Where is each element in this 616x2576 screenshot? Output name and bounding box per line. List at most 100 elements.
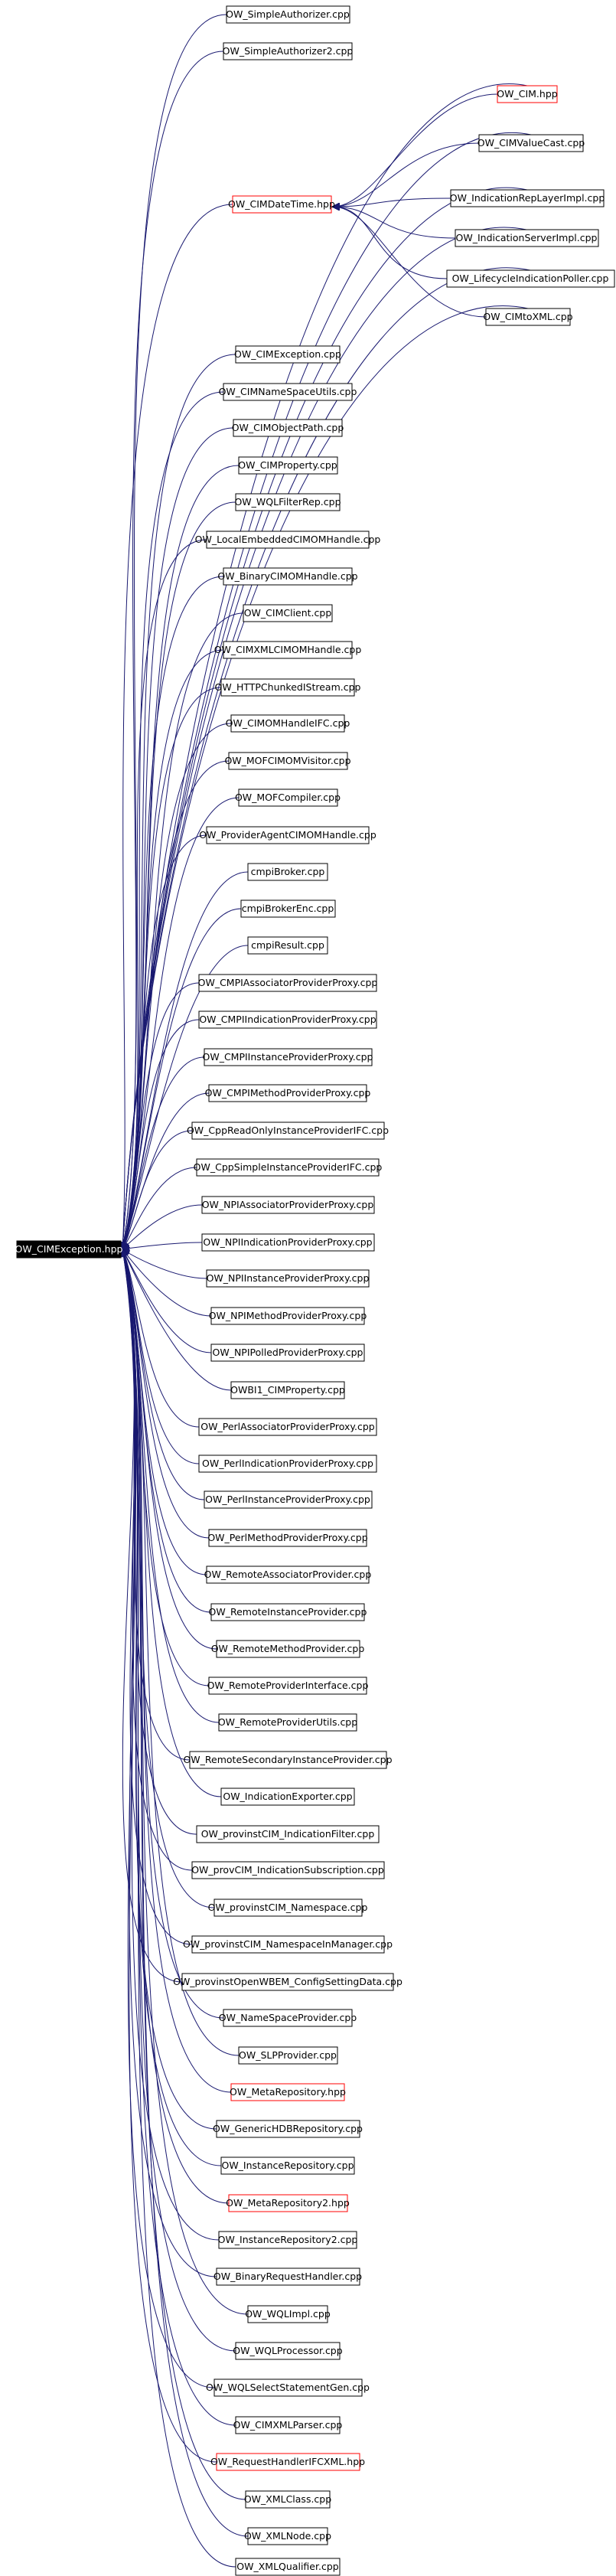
node-box (238, 456, 338, 475)
graph-node[interactable]: cmpiBrokerEnc.cpp (240, 899, 336, 918)
graph-node[interactable]: OW_XMLQualifier.cpp (235, 2558, 341, 2576)
graph-node[interactable]: OW_provinstCIM_IndicationFilter.cpp (196, 1825, 380, 1843)
node-box (206, 531, 370, 549)
graph-node[interactable]: OW_NPIIndicationProviderProxy.cpp (201, 1233, 375, 1252)
graph-node[interactable]: OW_CIMClient.cpp (243, 604, 333, 622)
dependency-edge (333, 93, 498, 207)
graph-node[interactable]: OW_provinstOpenWBEM_ConfigSettingData.cp… (173, 1973, 403, 1991)
graph-node[interactable]: OW_IndicationExporter.cpp (220, 1788, 355, 1806)
node-box (247, 936, 328, 955)
graph-node[interactable]: OW_RemoteAssociatorProvider.cpp (204, 1566, 372, 1584)
graph-node[interactable]: cmpiResult.cpp (247, 936, 328, 955)
graph-node[interactable]: OW_CIMOMHandleIFC.cpp (226, 714, 350, 733)
graph-node[interactable]: OW_BinaryCIMOMHandle.cpp (217, 567, 358, 586)
graph-node[interactable]: OW_NameSpaceProvider.cpp (219, 2009, 357, 2027)
graph-node[interactable]: OW_IndicationRepLayerImpl.cpp (450, 189, 605, 207)
graph-node[interactable]: OW_WQLImpl.cpp (245, 2305, 331, 2323)
graph-node[interactable]: OW_LocalEmbeddedCIMOMHandle.cpp (195, 531, 381, 549)
node-box (223, 42, 353, 60)
graph-node[interactable]: OW_CIMXMLParser.cpp (233, 2416, 343, 2434)
graph-node[interactable]: OW_CMPIInstanceProviderProxy.cpp (203, 1048, 373, 1066)
node-label: OW_SimpleAuthorizer.cpp (226, 8, 350, 20)
node-label: OW_PerlMethodProviderProxy.cpp (207, 1532, 367, 1543)
graph-node[interactable]: OW_PerlAssociatorProviderProxy.cpp (198, 1418, 377, 1436)
node-box (235, 2558, 341, 2576)
graph-node[interactable]: OWBI1_CIMProperty.cpp (230, 1381, 345, 1399)
graph-node[interactable]: OW_WQLProcessor.cpp (233, 2342, 343, 2360)
graph-node[interactable]: OW_CIMDateTime.hpp (228, 195, 335, 214)
graph-node[interactable]: OW_MetaRepository2.hpp (226, 2194, 350, 2212)
graph-node[interactable]: OW_CppReadOnlyInstanceProviderIFC.cpp (187, 1121, 389, 1140)
node-label: OW_WQLSelectStatementGen.cpp (206, 2382, 370, 2393)
graph-node[interactable]: OW_PerlMethodProviderProxy.cpp (207, 1529, 368, 1547)
graph-node[interactable]: OW_XMLClass.cpp (244, 2490, 331, 2509)
node-label: OW_LifecycleIndicationPoller.cpp (452, 273, 609, 284)
graph-node[interactable]: OW_MetaRepository.hpp (230, 2083, 346, 2101)
node-label: cmpiBrokerEnc.cpp (242, 903, 334, 914)
graph-node[interactable]: OW_CIMProperty.cpp (238, 456, 338, 475)
graph-node[interactable]: OW_PerlInstanceProviderProxy.cpp (204, 1490, 373, 1509)
graph-node[interactable]: OW_CppSimpleInstanceProviderIFC.cpp (194, 1158, 383, 1177)
graph-node[interactable]: OW_GenericHDBRepository.cpp (213, 2120, 363, 2138)
graph-node[interactable]: OW_CMPIAssociatorProviderProxy.cpp (198, 974, 378, 992)
graph-node[interactable]: OW_RequestHandlerIFCXML.hpp (210, 2453, 365, 2471)
node-label: OW_WQLFilterRep.cpp (234, 496, 341, 508)
dependency-edges (122, 14, 532, 2568)
graph-node[interactable]: OW_NPIPolledProviderProxy.cpp (210, 1344, 365, 1362)
dependency-edge (122, 1249, 217, 2463)
node-label: cmpiBroker.cpp (251, 866, 325, 877)
node-label: OW_PerlInstanceProviderProxy.cpp (205, 1494, 370, 1505)
graph-node[interactable]: OW_MOFCompiler.cpp (235, 788, 341, 807)
graph-node[interactable]: OW_RemoteProviderInterface.cpp (207, 1677, 369, 1695)
graph-node[interactable]: OW_SimpleAuthorizer2.cpp (223, 42, 354, 60)
graph-node[interactable]: OW_provCIM_IndicationSubscription.cpp (191, 1861, 385, 1879)
dependency-edge (333, 207, 456, 239)
graph-node[interactable]: OW_CIMObjectPath.cpp (232, 419, 344, 437)
graph-node[interactable]: OW_CIMXMLCIMOMHandle.cpp (214, 641, 362, 659)
dependency-edge (333, 207, 487, 318)
graph-node[interactable]: OW_provinstCIM_Namespace.cpp (208, 1899, 368, 1917)
graph-node[interactable]: OW_HTTPChunkedIStream.cpp (215, 678, 361, 697)
graph-node[interactable]: OW_ProviderAgentCIMOMHandle.cpp (199, 826, 376, 844)
graph-node[interactable]: OW_RemoteProviderUtils.cpp (218, 1713, 357, 1732)
graph-node[interactable]: OW_LifecycleIndicationPoller.cpp (446, 269, 615, 288)
graph-node[interactable]: OW_CIMNameSpaceUtils.cpp (219, 383, 357, 401)
graph-node[interactable]: OW_CMPIMethodProviderProxy.cpp (205, 1084, 371, 1102)
graph-node[interactable]: OW_RemoteInstanceProvider.cpp (209, 1603, 367, 1621)
graph-node[interactable]: OW_NPIInstanceProviderProxy.cpp (206, 1269, 370, 1288)
graph-node[interactable]: OW_CMPIIndicationProviderProxy.cpp (198, 1010, 377, 1029)
graph-node[interactable]: OW_InstanceRepository.cpp (220, 2156, 355, 2175)
dependency-edge (122, 501, 236, 1249)
graph-node[interactable]: cmpiBroker.cpp (247, 863, 328, 881)
graph-node[interactable]: OW_NPIAssociatorProviderProxy.cpp (201, 1196, 375, 1214)
dependency-edge (122, 908, 242, 1249)
graph-node[interactable]: OW_CIMException.cpp (234, 345, 341, 364)
graph-node[interactable]: OW_CIMtoXML.cpp (483, 308, 573, 326)
graph-node[interactable]: OW_NPIMethodProviderProxy.cpp (209, 1307, 367, 1325)
node-label: OW_NPIAssociatorProviderProxy.cpp (202, 1199, 374, 1210)
graph-node[interactable]: OW_CIM.hpp (497, 85, 558, 103)
node-box (245, 2490, 331, 2509)
graph-node[interactable]: OW_SimpleAuthorizer.cpp (226, 5, 350, 24)
graph-node[interactable]: OW_RemoteMethodProvider.cpp (211, 1640, 365, 1658)
graph-node[interactable]: OW_InstanceRepository2.cpp (218, 2231, 358, 2249)
node-box (196, 1825, 380, 1843)
graph-node[interactable]: OW_XMLNode.cpp (244, 2527, 331, 2545)
graph-node[interactable]: OW_WQLSelectStatementGen.cpp (206, 2378, 370, 2397)
graph-node[interactable]: OW_RemoteSecondaryInstanceProvider.cpp (183, 1751, 393, 1769)
node-label: OW_HTTPChunkedIStream.cpp (215, 681, 361, 693)
graph-node[interactable]: OW_CIMValueCast.cpp (477, 134, 585, 152)
graph-node[interactable]: OW_PerlIndicationProviderProxy.cpp (198, 1455, 377, 1473)
graph-node[interactable]: OW_BinaryRequestHandler.cpp (213, 2267, 362, 2286)
graph-node[interactable]: OW_MOFCIMOMVisitor.cpp (224, 752, 351, 770)
graph-node[interactable]: OW_provinstCIM_NamespaceInManager.cpp (183, 1935, 393, 1954)
node-label: OW_NPIIndicationProviderProxy.cpp (203, 1236, 372, 1248)
graph-node[interactable]: OW_WQLFilterRep.cpp (234, 493, 341, 511)
graph-node[interactable]: OW_SLPProvider.cpp (238, 2046, 338, 2065)
node-box (216, 1640, 360, 1658)
node-box (201, 1233, 375, 1252)
node-box (450, 189, 605, 207)
node-box (446, 269, 615, 288)
node-box (223, 641, 353, 659)
graph-node[interactable]: OW_IndicationServerImpl.cpp (455, 229, 599, 247)
